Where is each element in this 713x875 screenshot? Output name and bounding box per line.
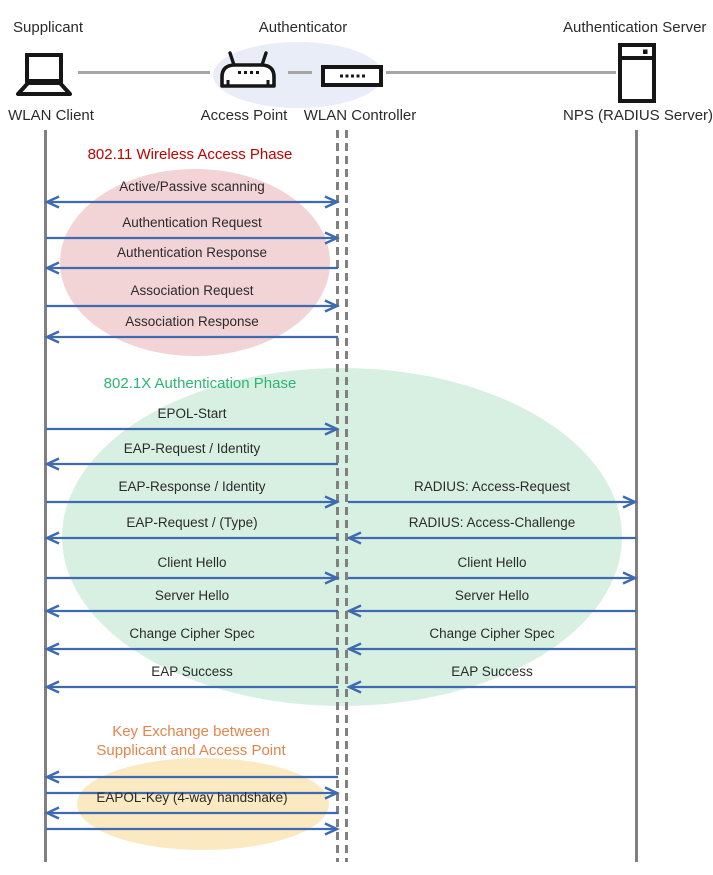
message-label: Change Cipher Spec: [129, 626, 255, 641]
message-label: Server Hello: [454, 588, 530, 603]
wlan-controller-icon: [321, 65, 383, 87]
message-arrow: [346, 604, 636, 618]
message-label: EAP Success: [151, 664, 233, 679]
device-label-nps-radius: NPS (RADIUS Server): [563, 107, 713, 124]
lifeline-controller-right: [345, 130, 348, 862]
message-label: RADIUS: Access-Challenge: [408, 515, 576, 530]
server-icon: [618, 43, 656, 103]
message-arrow: [44, 261, 338, 275]
access-point-icon: [220, 51, 276, 88]
lifeline-auth-server: [635, 130, 638, 862]
message-arrow: [44, 604, 338, 618]
phase-title-dot1x: 802.1X Authentication Phase: [103, 375, 297, 392]
message-label: Client Hello: [457, 555, 527, 570]
message-label: Server Hello: [154, 588, 230, 603]
message-arrow: [46, 786, 340, 800]
message-arrow: [346, 680, 636, 694]
connector-controller-server: [386, 71, 616, 74]
message-arrow: [46, 299, 340, 313]
message-label: Client Hello: [157, 555, 227, 570]
phase-ellipse-wireless: [60, 169, 330, 356]
message-label: Authentication Response: [116, 245, 268, 260]
message-arrow: [348, 495, 638, 509]
message-arrow: [46, 231, 340, 245]
message-arrow: [346, 531, 636, 545]
phase-title-wireless: 802.11 Wireless Access Phase: [87, 146, 293, 163]
message-label: Association Request: [130, 283, 254, 298]
device-label-wlan-client: WLAN Client: [8, 107, 94, 124]
message-arrow: [44, 770, 338, 784]
actor-role-auth-server: Authentication Server: [563, 19, 707, 36]
message-arrow: [46, 495, 340, 509]
message-arrow: [46, 822, 340, 836]
lifeline-supplicant: [44, 130, 47, 862]
message-label: Association Response: [125, 314, 259, 329]
message-arrow: [44, 195, 340, 209]
phase-title-key-exchange-line1: Key Exchange between: [112, 723, 270, 740]
message-arrow: [44, 680, 338, 694]
message-label: Change Cipher Spec: [429, 626, 555, 641]
connector-client-ap: [78, 71, 210, 74]
message-label: RADIUS: Access-Request: [413, 479, 571, 494]
phase-title-key-exchange: Key Exchange between Supplicant and Acce…: [60, 722, 322, 760]
message-label: EAP-Request / (Type): [126, 515, 258, 530]
lifeline-controller-left: [336, 130, 339, 862]
laptop-icon: [16, 53, 72, 96]
message-arrow: [44, 642, 338, 656]
message-label: EAP-Request / Identity: [123, 441, 261, 456]
connector-ap-controller: [288, 71, 312, 74]
message-arrow: [346, 642, 636, 656]
message-label: EPOL-Start: [157, 406, 227, 421]
message-arrow: [348, 571, 638, 585]
message-arrow: [46, 571, 340, 585]
message-label: EAP Success: [451, 664, 533, 679]
message-label: EAPOL-Key (4-way handshake): [96, 790, 288, 805]
device-label-access-point: Access Point: [200, 107, 288, 124]
message-label: EAP-Response / Identity: [118, 479, 266, 494]
actor-role-supplicant: Supplicant: [13, 19, 84, 36]
message-arrow: [44, 806, 338, 820]
message-label: Active/Passive scanning: [119, 179, 265, 194]
message-arrow: [46, 422, 340, 436]
device-label-wlan-controller: WLAN Controller: [303, 107, 417, 124]
actor-role-authenticator: Authenticator: [258, 19, 348, 36]
message-arrow: [44, 330, 338, 344]
message-arrow: [44, 457, 338, 471]
phase-ellipse-key-exchange: [77, 758, 329, 850]
phase-title-key-exchange-line2: Supplicant and Access Point: [96, 742, 286, 759]
message-label: Authentication Request: [122, 215, 262, 230]
message-arrow: [44, 531, 338, 545]
